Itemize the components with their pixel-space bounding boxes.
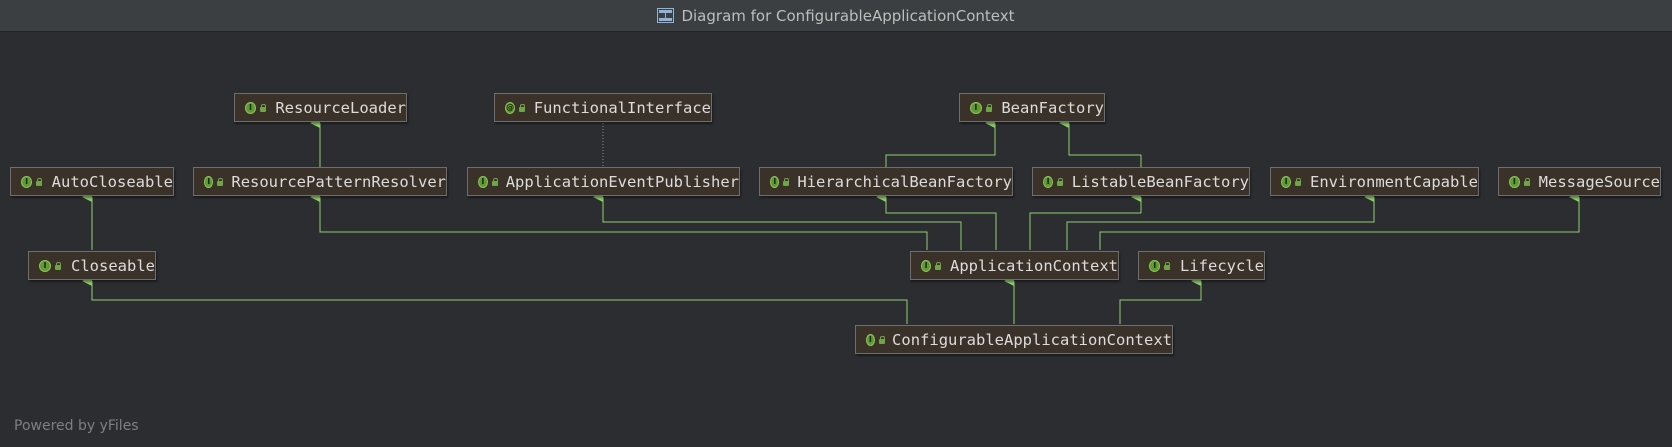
edge-applicationcontext-environmentcapable (1066, 192, 1375, 250)
interface-icon: I (478, 175, 488, 188)
interface-icon: I (970, 101, 982, 114)
node-hierarchicalbeanfactory[interactable]: I HierarchicalBeanFactory (759, 167, 1013, 196)
node-label: ApplicationContext (950, 256, 1118, 275)
edge-applicationcontext-hierarchicalbeanfactory (876, 192, 997, 250)
node-label: Lifecycle (1180, 256, 1264, 275)
public-lock-icon (878, 335, 886, 344)
diagram-canvas[interactable]: I ResourceLoader @ FunctionalInterface I… (0, 32, 1672, 447)
powered-by-label: Powered by yFiles (14, 418, 139, 434)
edge-applicationcontext-listablebeanfactory (1029, 192, 1142, 250)
node-functionalinterface[interactable]: @ FunctionalInterface (494, 93, 712, 122)
node-label: ConfigurableApplicationContext (892, 330, 1172, 349)
node-resourcepatternresolver[interactable]: I ResourcePatternResolver (193, 167, 447, 196)
public-lock-icon (1163, 261, 1171, 270)
node-environmentcapable[interactable]: I EnvironmentCapable (1270, 167, 1479, 196)
interface-icon: I (1043, 175, 1054, 188)
node-listablebeanfactory[interactable]: I ListableBeanFactory (1032, 167, 1250, 196)
node-applicationcontext[interactable]: I ApplicationContext (910, 251, 1119, 280)
node-label: ResourcePatternResolver (231, 172, 446, 191)
edge-configurable-lifecycle (1119, 276, 1202, 324)
public-lock-icon (491, 177, 498, 186)
node-label: ApplicationEventPublisher (505, 172, 739, 191)
node-lifecycle[interactable]: I Lifecycle (1138, 251, 1265, 280)
node-label: FunctionalInterface (533, 98, 711, 117)
diagram-icon (657, 8, 675, 23)
public-lock-icon (1523, 177, 1530, 186)
interface-icon: I (245, 101, 257, 114)
node-label: ResourceLoader (275, 98, 406, 117)
node-closeable[interactable]: I Closeable (28, 251, 156, 280)
node-label: MessageSource (1538, 172, 1660, 191)
interface-icon: I (1149, 259, 1161, 272)
node-applicationeventpublisher[interactable]: I ApplicationEventPublisher (467, 167, 740, 196)
public-lock-icon (35, 177, 43, 186)
public-lock-icon (985, 103, 993, 112)
interface-icon: I (1509, 175, 1520, 188)
interface-icon: I (1281, 175, 1292, 188)
node-resourceloader[interactable]: I ResourceLoader (234, 93, 407, 122)
interface-icon: I (866, 333, 875, 346)
interface-icon: I (21, 175, 33, 188)
node-configurableapplicationcontext[interactable]: I ConfigurableApplicationContext (855, 325, 1173, 354)
interface-icon: I (39, 259, 51, 272)
public-lock-icon (216, 177, 224, 186)
title-bar: Diagram for ConfigurableApplicationConte… (0, 0, 1672, 32)
node-label: AutoCloseable (51, 172, 173, 191)
edges-layer (82, 118, 1580, 324)
public-lock-icon (1294, 177, 1302, 186)
edge-hierarchicalbeanfactory-beanfactory (885, 118, 996, 167)
node-beanfactory[interactable]: I BeanFactory (959, 93, 1105, 122)
interface-icon: I (770, 175, 780, 188)
node-label: ListableBeanFactory (1071, 172, 1249, 191)
public-lock-icon (259, 103, 267, 112)
edge-configurable-closeable (82, 276, 908, 324)
edge-applicationcontext-resourcepatternresolver (310, 192, 928, 250)
node-label: HierarchicalBeanFactory (797, 172, 1012, 191)
node-autocloseable[interactable]: I AutoCloseable (10, 167, 174, 196)
public-lock-icon (782, 177, 790, 186)
public-lock-icon (934, 261, 942, 270)
node-label: BeanFactory (1001, 98, 1104, 117)
node-messagesource[interactable]: I MessageSource (1498, 167, 1661, 196)
node-label: Closeable (71, 256, 155, 275)
interface-icon: I (921, 259, 932, 272)
edge-applicationcontext-messagesource (1099, 192, 1580, 250)
edge-applicationcontext-applicationeventpublisher (593, 192, 962, 250)
window-title: Diagram for ConfigurableApplicationConte… (681, 6, 1015, 25)
node-label: EnvironmentCapable (1310, 172, 1478, 191)
annotation-icon: @ (505, 101, 516, 114)
public-lock-icon (1056, 177, 1063, 186)
edge-listablebeanfactory-beanfactory (1059, 118, 1142, 167)
public-lock-icon (54, 261, 62, 270)
interface-icon: I (204, 175, 214, 188)
public-lock-icon (518, 103, 525, 112)
